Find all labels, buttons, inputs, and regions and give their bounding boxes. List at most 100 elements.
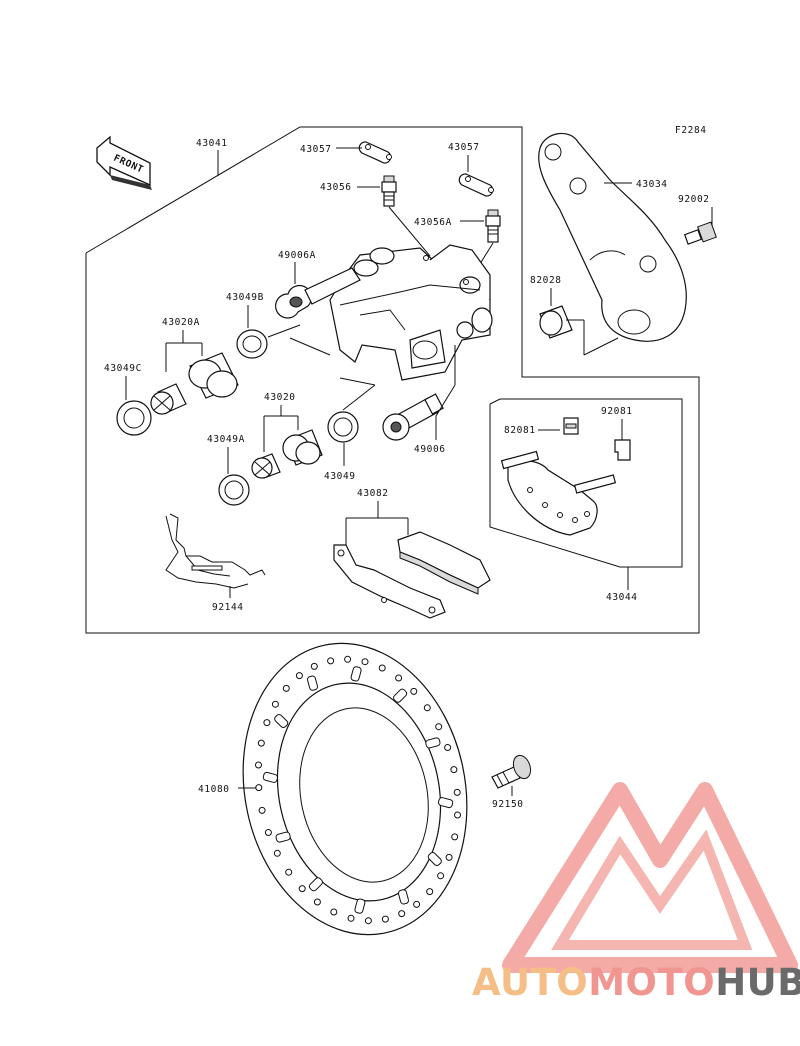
label-49006a: 49006A: [278, 250, 316, 261]
piston-43020a-outer: [188, 352, 239, 399]
caliper-body: [329, 244, 493, 381]
label-43057-b: 43057: [448, 142, 480, 153]
caliper-bracket-43034: [538, 132, 687, 342]
logo-part-hub: HUB: [715, 961, 800, 1004]
disc-hole: [364, 917, 372, 925]
bolt-92002: [683, 221, 717, 245]
disc-hole: [257, 739, 265, 747]
bleeder-valve-43056: [381, 175, 397, 207]
disc-slot: [275, 831, 291, 843]
label-92002: 92002: [678, 194, 710, 205]
disc-hole: [273, 849, 281, 857]
disc-hole: [450, 766, 458, 774]
disc-slot: [427, 851, 442, 867]
seal-43049a: [218, 474, 250, 506]
disc-hole: [263, 719, 271, 727]
disc-hole: [327, 657, 335, 665]
logo-part-auto: AUTO: [472, 961, 588, 1004]
disc-hole: [361, 658, 369, 666]
bracket-subassembly-frame: [489, 398, 683, 568]
disc-hole: [445, 853, 453, 861]
label-92150: 92150: [492, 799, 524, 810]
disc-slot: [308, 877, 323, 892]
label-43057-a: 43057: [300, 144, 332, 155]
disc-hole: [285, 868, 293, 876]
disc-hole: [454, 811, 461, 819]
piston-43020-inner: [251, 453, 281, 479]
disc-slot: [437, 797, 454, 809]
disc-hole: [282, 684, 290, 692]
disc-hole: [310, 662, 318, 670]
disc-slot: [262, 771, 279, 783]
label-43041: 43041: [196, 138, 228, 149]
disc-slot: [425, 737, 441, 749]
anti-rattle-spring-92144: [165, 513, 266, 589]
pad-pin-43057-b: [458, 173, 494, 197]
figure-code: F2284: [675, 125, 707, 136]
seal-43049: [327, 411, 359, 443]
disc-hole: [395, 674, 403, 682]
seal-43049c: [116, 400, 152, 436]
disc-hole: [437, 872, 445, 880]
disc-hole: [381, 915, 389, 923]
disc-slot: [354, 898, 366, 914]
disc-hole: [330, 908, 338, 916]
pin-bolt-49006a: [275, 267, 361, 319]
label-43034: 43034: [636, 179, 668, 190]
seal-43049b: [236, 329, 268, 359]
disc-hole: [444, 744, 452, 751]
label-43049c: 43049C: [104, 363, 142, 374]
label-43020: 43020: [264, 392, 296, 403]
automotohub-logo: AUTOMOTOHUB: [472, 782, 800, 1004]
collar-82028: [539, 305, 573, 339]
front-arrow-icon: FRONT: [96, 135, 152, 190]
label-82028: 82028: [530, 275, 562, 286]
label-49006: 49006: [414, 444, 446, 455]
disc-hole: [435, 723, 443, 731]
label-43044: 43044: [606, 592, 638, 603]
disc-hole: [423, 704, 431, 712]
clip-92081-b: [614, 439, 631, 461]
disc-hole: [255, 761, 262, 769]
label-43082: 43082: [357, 488, 389, 499]
caliper-assembly-frame: [85, 126, 700, 634]
disc-slot: [397, 889, 410, 905]
disc-hole: [378, 664, 386, 672]
disc-hole: [264, 829, 272, 836]
disc-hole: [313, 898, 321, 906]
label-82081-b: 92081: [601, 406, 633, 417]
label-41080: 41080: [198, 784, 230, 795]
label-43049b: 43049B: [226, 292, 264, 303]
brake-disc-41080: [242, 642, 468, 936]
label-43056: 43056: [320, 182, 352, 193]
disc-hole: [398, 910, 406, 918]
disc-hole: [255, 784, 263, 792]
pad-pin-43057-a: [358, 141, 392, 164]
label-43056a: 43056A: [414, 217, 452, 228]
bracket-43044: [500, 450, 617, 536]
disc-hole: [271, 700, 279, 708]
disc-hole: [295, 672, 303, 680]
disc-hole: [413, 900, 421, 908]
disc-hole: [344, 655, 352, 663]
piston-43020-outer: [282, 429, 323, 466]
disc-hole: [347, 914, 355, 922]
logo-part-moto: MOTO: [588, 961, 715, 1004]
disc-bolt-92150: [491, 754, 532, 789]
disc-slot: [274, 713, 289, 729]
disc-hole: [298, 885, 306, 893]
disc-hole: [258, 806, 266, 814]
label-82081-a: 82081: [504, 425, 536, 436]
disc-slot: [393, 688, 408, 703]
disc-hole: [453, 788, 461, 796]
piston-43020a-inner: [150, 383, 187, 415]
bleeder-valve-43056a: [485, 209, 501, 243]
disc-hole: [451, 833, 459, 841]
label-43049a: 43049A: [207, 434, 245, 445]
svg-text:AUTOMOTOHUB: AUTOMOTOHUB: [472, 961, 800, 1004]
disc-hole: [426, 888, 434, 896]
disc-slot: [306, 675, 319, 691]
label-92144: 92144: [212, 602, 244, 613]
label-43020a: 43020A: [162, 317, 200, 328]
